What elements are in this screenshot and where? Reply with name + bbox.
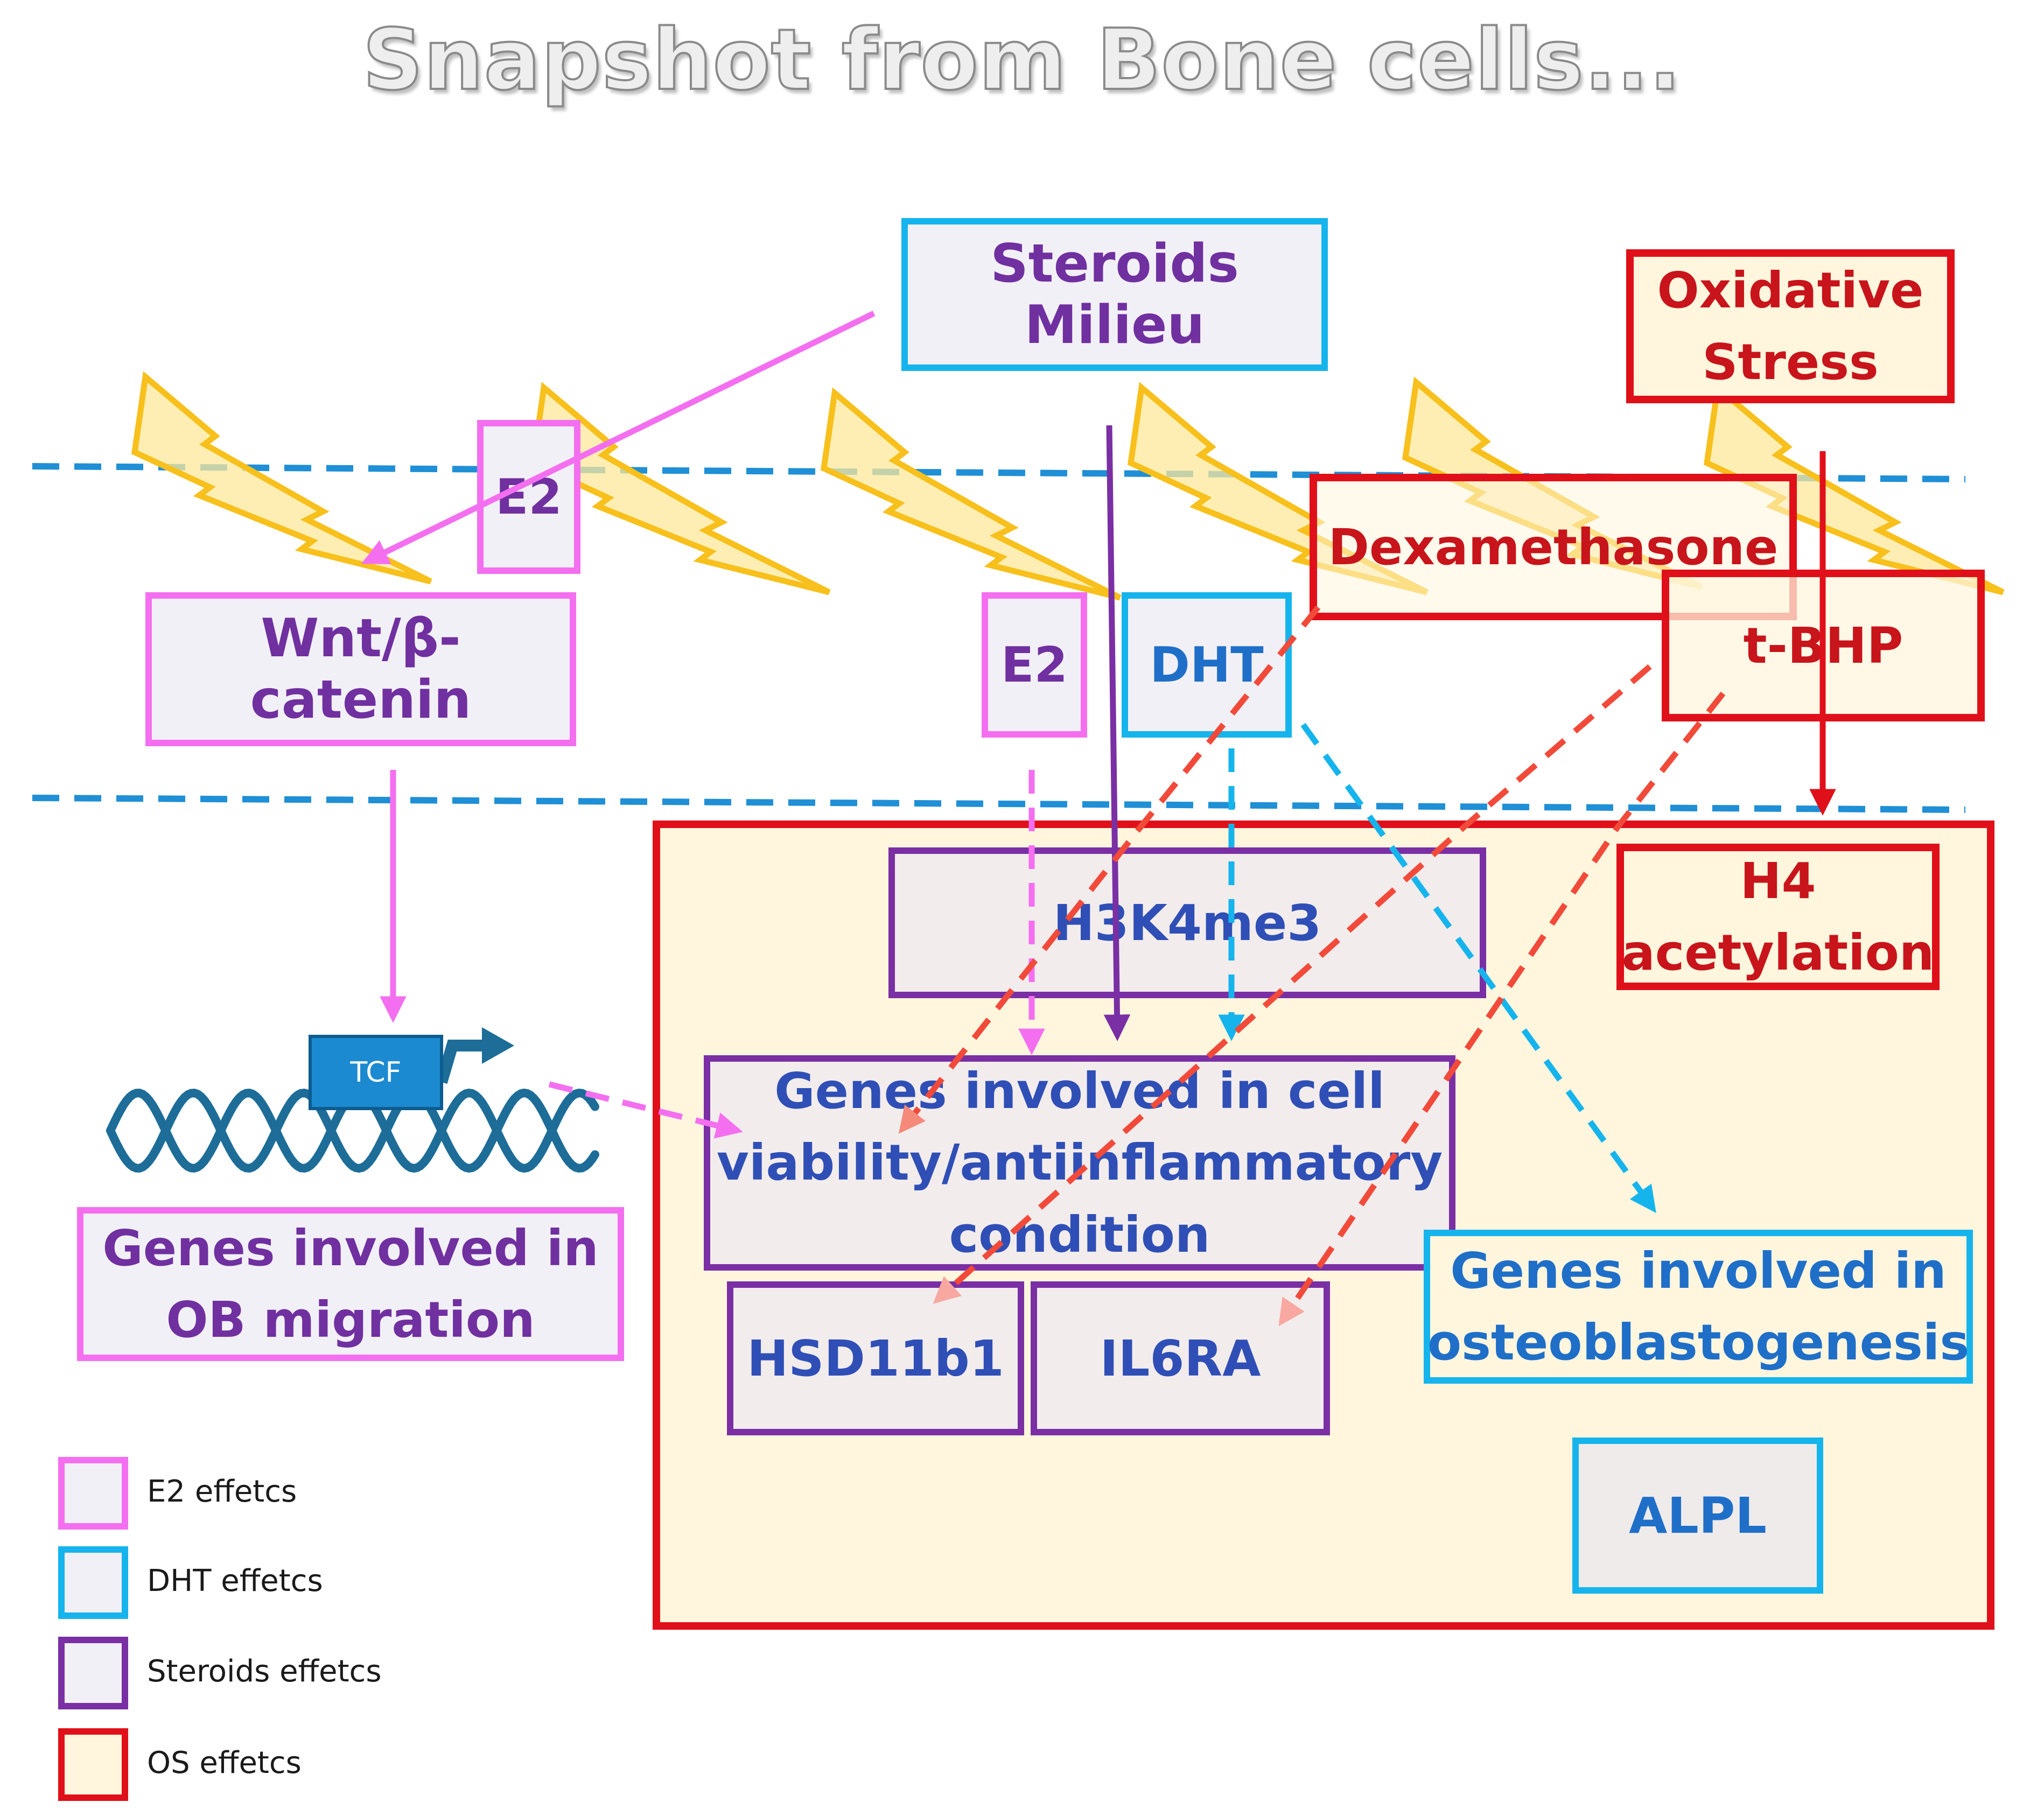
h3k4me3-label: H3K4me3: [1053, 894, 1322, 952]
il6ra-label: IL6RA: [1100, 1329, 1261, 1387]
genes-ob-migration-label: Genes involved in OB migration: [102, 1219, 599, 1349]
genes-osteoblastogenesis-box: Genes involved in osteoblastogenesis: [1424, 1230, 1973, 1384]
legend-swatch-steroids: [58, 1637, 128, 1709]
steroids-milieu-box: Steroids Milieu: [901, 218, 1328, 371]
e2-membrane-label: E2: [495, 468, 563, 525]
lightning-bolt-icon: [131, 371, 432, 585]
legend-label-steroids: Steroids effetcs: [147, 1654, 382, 1689]
alpl-box: ALPL: [1572, 1438, 1823, 1594]
lightning-bolt-icon: [529, 382, 831, 595]
wnt-beta-catenin-box: Wnt/β-catenin: [145, 592, 576, 746]
arrow-tbhp-to-hsd11b1: [933, 664, 1652, 1304]
arrow-dht-to-osteoblastogenesis: [1300, 723, 1656, 1214]
oxidative-stress-box: Oxidative Stress: [1626, 249, 1955, 403]
legend-label-os: OS effetcs: [147, 1745, 302, 1780]
il6ra-box: IL6RA: [1031, 1281, 1330, 1435]
h4-acetylation-label: H4 acetylation: [1621, 852, 1935, 981]
legend-label-dht: DHT effetcs: [147, 1563, 323, 1598]
arrow-steroids-to-genes-viability: [1103, 425, 1131, 1041]
arrow-tcf-to-genes-viability: [548, 1081, 743, 1139]
alpl-label: ALPL: [1629, 1487, 1767, 1545]
legend-swatch-os: [58, 1728, 128, 1801]
hsd11b1-label: HSD11b1: [747, 1329, 1004, 1387]
e2-inner-box: E2: [982, 592, 1087, 738]
legend-swatch-dht: [58, 1546, 128, 1619]
tcf-label: TCF: [350, 1056, 402, 1089]
arrow-dexamethasone-to-genes-viability: [898, 605, 1321, 1134]
dht-box: DHT: [1122, 592, 1292, 738]
lightning-bolt-icon: [820, 387, 1122, 601]
e2-inner-label: E2: [1000, 636, 1068, 693]
oxidative-stress-label: Oxidative Stress: [1657, 261, 1924, 391]
wnt-beta-catenin-label: Wnt/β-catenin: [250, 608, 472, 731]
promoter-arrowhead-icon: [482, 1027, 514, 1064]
genes-ob-migration-box: Genes involved in OB migration: [77, 1207, 624, 1361]
h4-acetylation-box: H4 acetylation: [1616, 844, 1940, 990]
arrow-steroids-to-wnt: [361, 311, 876, 564]
hsd11b1-box: HSD11b1: [727, 1281, 1024, 1435]
dexamethasone-label: Dexamethasone: [1328, 518, 1779, 576]
dht-label: DHT: [1150, 636, 1264, 693]
arrow-tbhp-to-il6ra: [1278, 691, 1726, 1327]
h3k4me3-box: H3K4me3: [888, 847, 1486, 998]
genes-viability-label: Genes involved in cell viability/antiinf…: [716, 1062, 1443, 1264]
legend-label-e2: E2 effetcs: [147, 1474, 297, 1509]
promoter-arrow-icon: [436, 1040, 485, 1084]
legend-swatch-e2: [58, 1457, 128, 1530]
genes-osteoblastogenesis-label: Genes involved in osteoblastogenesis: [1427, 1242, 1970, 1371]
genes-viability-box: Genes involved in cell viability/antiinf…: [704, 1055, 1455, 1271]
steroids-milieu-label: Steroids Milieu: [990, 233, 1239, 356]
inner-membrane-line: [32, 795, 1966, 813]
dna-strand-a: [106, 1088, 599, 1173]
diagram-title: Snapshot from Bone cells...: [361, 10, 1682, 110]
tcf-box: TCF: [309, 1035, 443, 1110]
